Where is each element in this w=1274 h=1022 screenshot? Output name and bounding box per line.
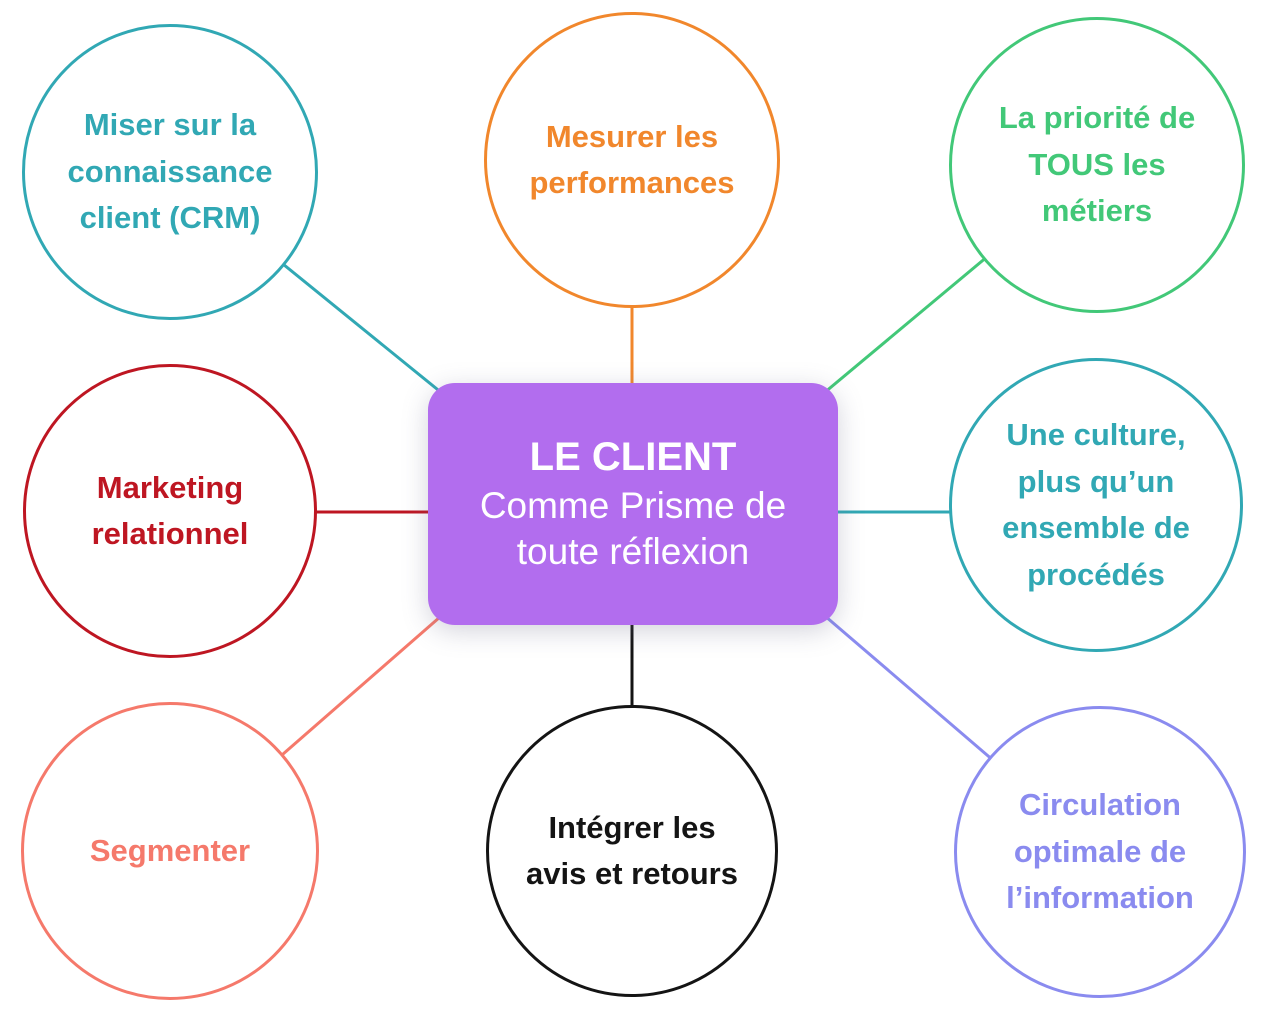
central-title: LE CLIENT [529, 434, 737, 479]
node-mesurer-performances: Mesurer les performances [484, 12, 780, 308]
node-segmenter: Segmenter [21, 702, 319, 1000]
node-label: Mesurer les performances [529, 118, 735, 201]
central-topic: LE CLIENT Comme Prisme de toute réflexio… [428, 383, 838, 625]
central-subtitle: Comme Prisme de toute réflexion [479, 484, 787, 572]
node-label: Intégrer les avis et retours [526, 809, 738, 892]
node-label: Miser sur la connaissance client (CRM) [67, 107, 273, 236]
node-label: Une culture, plus qu’un ensemble de proc… [1002, 417, 1190, 592]
node-label: Marketing relationnel [91, 469, 249, 552]
node-marketing-relationnel: Marketing relationnel [23, 364, 317, 658]
node-une-culture: Une culture, plus qu’un ensemble de proc… [949, 358, 1243, 652]
node-connaissance-client: Miser sur la connaissance client (CRM) [22, 24, 318, 320]
node-circulation-information: Circulation optimale de l’information [954, 706, 1246, 998]
node-label: Segmenter [89, 832, 251, 868]
node-integrer-avis: Intégrer les avis et retours [486, 705, 778, 997]
node-label: La priorité de TOUS les métiers [998, 100, 1196, 229]
node-priorite-metiers: La priorité de TOUS les métiers [949, 17, 1245, 313]
node-label: Circulation optimale de l’information [1006, 787, 1194, 916]
